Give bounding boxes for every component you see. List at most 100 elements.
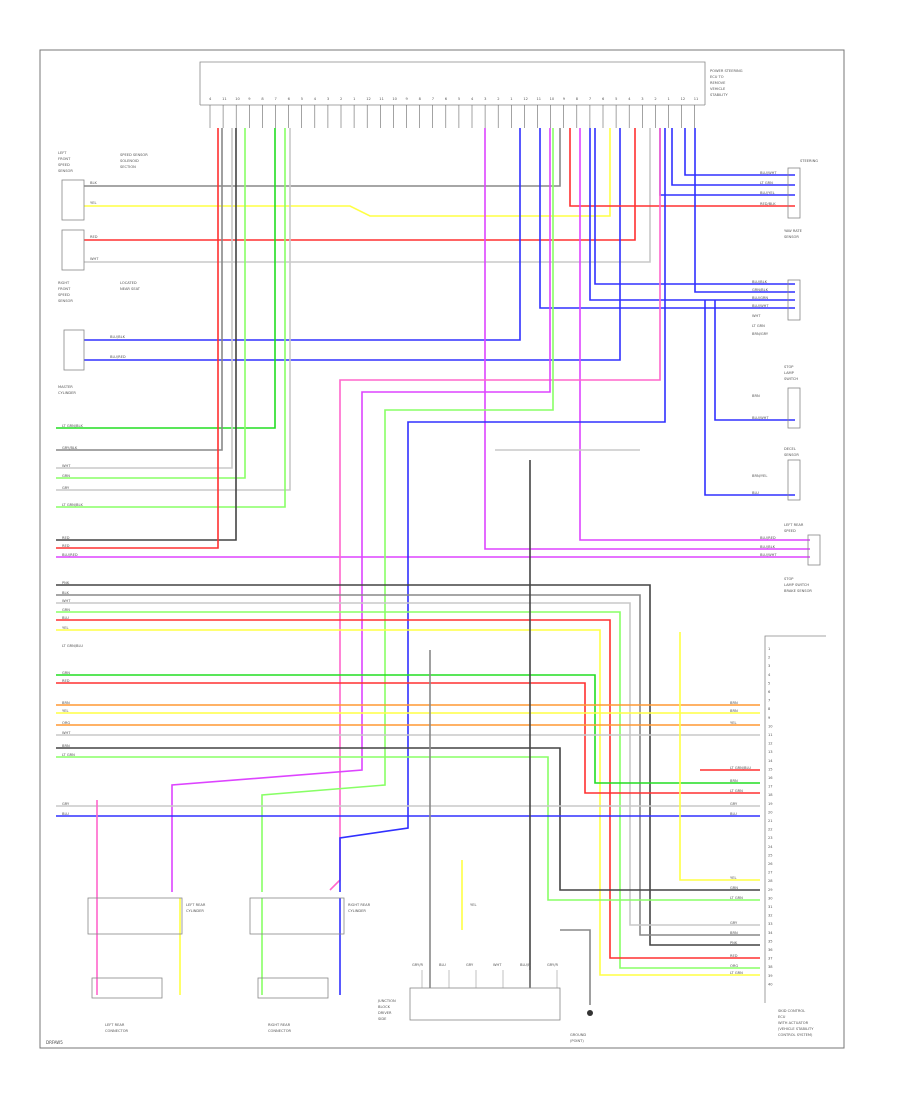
ecu-mid-label: GRY <box>730 802 738 806</box>
rear-wire-label: BLU/WHT <box>752 416 769 420</box>
skid-control-ecu: 1234567891011121314151617181920212223242… <box>764 635 826 1037</box>
ecu-pin-number: 15 <box>768 767 773 771</box>
left-rear-label: LEFT REAR <box>784 523 804 527</box>
top-pin-number: 4 <box>314 97 317 101</box>
top-pin-number: 12 <box>523 97 528 101</box>
yaw-wire-label: BRN/GRY <box>752 332 769 336</box>
lr-actuator-side: LEFT REAR <box>186 903 206 907</box>
top-pin-number: 6 <box>445 97 448 101</box>
ecu-pin-number: 31 <box>768 905 773 909</box>
left-rear-label-2: SPEED <box>784 529 796 533</box>
rf-sub-label-2: NEAR SEAT <box>120 287 141 291</box>
ecu-low-label: GRN <box>730 886 738 890</box>
ecu-pin-number: 30 <box>768 896 773 900</box>
ecu-block-label: STOP <box>784 365 794 369</box>
junction-label-4: SIDE <box>378 1017 387 1021</box>
top-pin-number: 1 <box>510 97 512 101</box>
rf-sensor-label-2: FRONT <box>58 287 71 291</box>
left-stack-label: LT GRN/BLK <box>62 503 83 507</box>
wire-pnk-ecu <box>56 584 760 946</box>
top-connector-label-3: REMOVE <box>710 81 726 85</box>
top-pin-number: 4 <box>628 97 631 101</box>
ecu-pin-number: 7 <box>768 699 770 703</box>
master-cylinder-label: MASTER <box>58 385 73 389</box>
ecu-block-label-2: LAMP <box>784 371 795 375</box>
ecu-top-label: BRN <box>730 709 738 713</box>
ecu-low-label: ORG <box>730 964 738 968</box>
wire-grn-ecu <box>56 611 760 969</box>
ecu-pin-number: 2 <box>768 656 770 660</box>
ecu-block-label-3: SWITCH <box>784 377 798 381</box>
master-cylinder: MASTER CYLINDER <box>58 329 85 395</box>
skid-control-label-3: WITH ACTUATOR <box>778 1021 809 1025</box>
wire-lf-blk <box>84 128 561 187</box>
lower-stack-label: YEL <box>62 709 68 713</box>
yaw-wire-label: BLU/WHT <box>752 304 769 308</box>
rf-sensor-label: RIGHT <box>58 281 70 285</box>
steering-wire-label: BLU/WHT <box>760 171 777 175</box>
ecu-mid-label: LT GRN <box>730 789 743 793</box>
ecu-pin-number: 38 <box>768 965 773 969</box>
rf-sub-label: LOCATED <box>120 281 137 285</box>
mid-stack-label: GRN <box>62 608 70 612</box>
yaw-rate-label-2: SENSOR <box>784 235 799 239</box>
ecu-pin-number: 16 <box>768 776 773 780</box>
ecu-low-label: LT GRN <box>730 896 743 900</box>
ground-point: GROUND (POINT) <box>570 1010 593 1043</box>
top-pin-number: 10 <box>550 97 555 101</box>
ecu-pin-number: 14 <box>768 759 773 763</box>
ecu-pin-number: 36 <box>768 948 773 952</box>
ecu-pin-number: 3 <box>768 664 770 668</box>
stop-lamp-label-3: BRAKE SENSOR <box>784 589 812 593</box>
ecu-mid-label: LT GRN/BLU <box>730 766 751 770</box>
wire-gry <box>56 128 291 491</box>
ecu-top-label: BRN <box>730 701 738 705</box>
deceleration-sensor: DECEL SENSOR <box>784 447 801 501</box>
top-pin-number: 3 <box>484 97 486 101</box>
lf-sensor-label-3: SPEED <box>58 163 70 167</box>
top-connector-label-5: STABILITY <box>710 93 728 97</box>
ecu-low-label: YEL <box>730 876 736 880</box>
left-stack-label: LT GRN/BLK <box>62 424 83 428</box>
ecu-pin-number: 5 <box>768 681 770 685</box>
top-pin-number: 8 <box>261 97 264 101</box>
junction-pin-label: GRY <box>466 963 474 967</box>
decel-wire-label: BLU <box>752 491 759 495</box>
lr-actuator-label-2: CONNECTOR <box>105 1029 129 1033</box>
wire-grn <box>56 128 246 479</box>
junction-label-2: BLOCK <box>378 1005 391 1009</box>
steering-sensor: STEERING <box>787 159 818 219</box>
ecu-pin-number: 12 <box>768 742 773 746</box>
top-connector-label-4: VEHICLE <box>710 87 726 91</box>
wire-yel-ecu <box>56 629 760 976</box>
lf-sensor-label-4: SENSOR <box>58 169 73 173</box>
lower-stack-label: GRN <box>62 671 70 675</box>
mid-stack-label: YEL <box>62 626 68 630</box>
left-rear-speed-sensor: LEFT REAR SPEED <box>784 523 821 566</box>
master-cylinder-label-2: CYLINDER <box>58 391 76 395</box>
stop-lamp-label: STOP <box>784 577 794 581</box>
junction-pin-label: WHT <box>493 963 502 967</box>
wire-rf-red <box>84 128 636 241</box>
ecu-pin-number: 6 <box>768 690 771 694</box>
master-wire-label: BLU/RED <box>110 355 126 359</box>
left-rear-actuator: LEFT REAR CYLINDER LEFT REAR CONNECTOR <box>87 897 206 1033</box>
ground-label: GROUND <box>570 1033 586 1037</box>
lower-stack-label: ORG <box>62 721 70 725</box>
wire-rf-wht <box>84 128 651 263</box>
ecu-pin-number: 37 <box>768 957 773 961</box>
wire-blue-long <box>339 128 666 892</box>
diagram-frame <box>39 49 845 1049</box>
ecu-pin-number: 26 <box>768 862 773 866</box>
top-pin-number: 7 <box>275 97 277 101</box>
ecu-pin-number: 11 <box>768 733 773 737</box>
rr-actuator-label: RIGHT REAR <box>268 1023 291 1027</box>
left-stack-label: GRN <box>62 474 70 478</box>
mid-stack-label: WHT <box>62 599 71 603</box>
top-pin-number: 5 <box>301 97 303 101</box>
top-pin-number: 2 <box>497 97 499 101</box>
wire-green-long <box>261 128 554 892</box>
lower-stack-label: LT GRN <box>62 753 75 757</box>
ecu-pin-number: 33 <box>768 922 773 926</box>
top-pin-number: 9 <box>406 97 409 101</box>
